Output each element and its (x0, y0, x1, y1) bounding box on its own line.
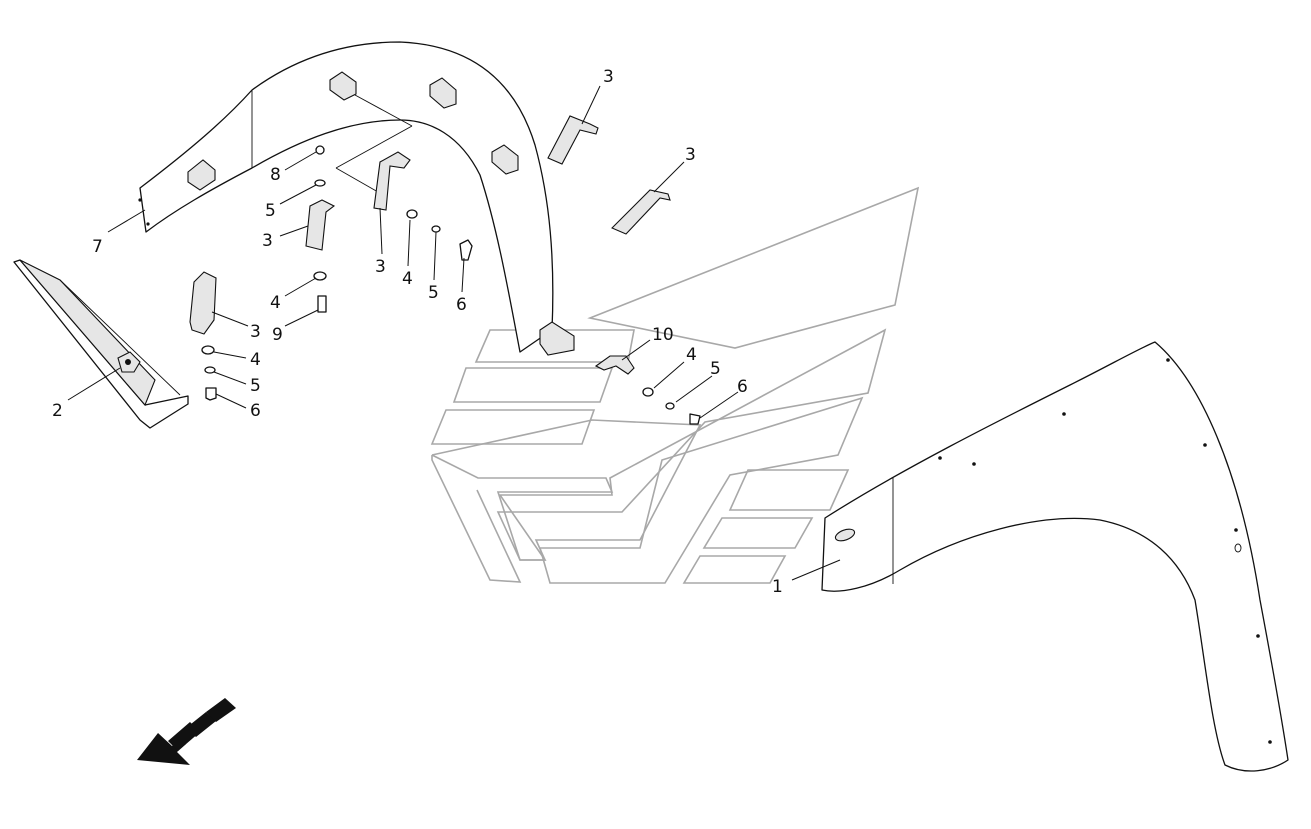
callout-6-center: 6 (456, 295, 467, 315)
rear-mudguard-part (13, 259, 189, 429)
callout-10: 10 (652, 325, 674, 345)
callout-7: 7 (92, 237, 103, 257)
callout-2: 2 (52, 401, 63, 421)
callout-8: 8 (270, 165, 281, 185)
callout-1: 1 (772, 577, 783, 597)
support-bracket-10 (594, 355, 635, 375)
bracket-top-right-2 (611, 189, 671, 235)
callout-5-upper: 5 (265, 201, 276, 221)
front-fender-part (821, 341, 1289, 772)
callout-9: 9 (272, 325, 283, 345)
hardware (201, 145, 701, 425)
callout-3-top-1: 3 (603, 67, 614, 87)
callout-6-lower: 6 (250, 401, 261, 421)
callout-3-top-2: 3 (685, 145, 696, 165)
front-direction-arrow-icon (137, 698, 236, 765)
bracket-left-1 (305, 199, 336, 251)
callout-3-center: 3 (375, 257, 386, 277)
inner-fender-part (138, 41, 575, 356)
bracket-top-right-1 (547, 115, 599, 165)
callout-3-left-upper: 3 (262, 231, 273, 251)
callout-4-right: 4 (686, 345, 697, 365)
callout-6-right: 6 (737, 377, 748, 397)
callout-4-center: 4 (402, 269, 413, 289)
leader-lines (67, 85, 841, 581)
callout-5-lower: 5 (250, 376, 261, 396)
callout-5-center: 5 (428, 283, 439, 303)
callout-4-lower: 4 (250, 350, 261, 370)
bracket-center (373, 151, 411, 211)
callout-3-left-lower: 3 (250, 322, 261, 342)
callouts: 1 2 7 8 5 3 3 4 5 6 4 9 3 4 5 6 3 3 10 4… (52, 67, 783, 597)
callout-4-left: 4 (270, 293, 281, 313)
bracket-left-2 (189, 271, 217, 335)
callout-5-right: 5 (710, 359, 721, 379)
